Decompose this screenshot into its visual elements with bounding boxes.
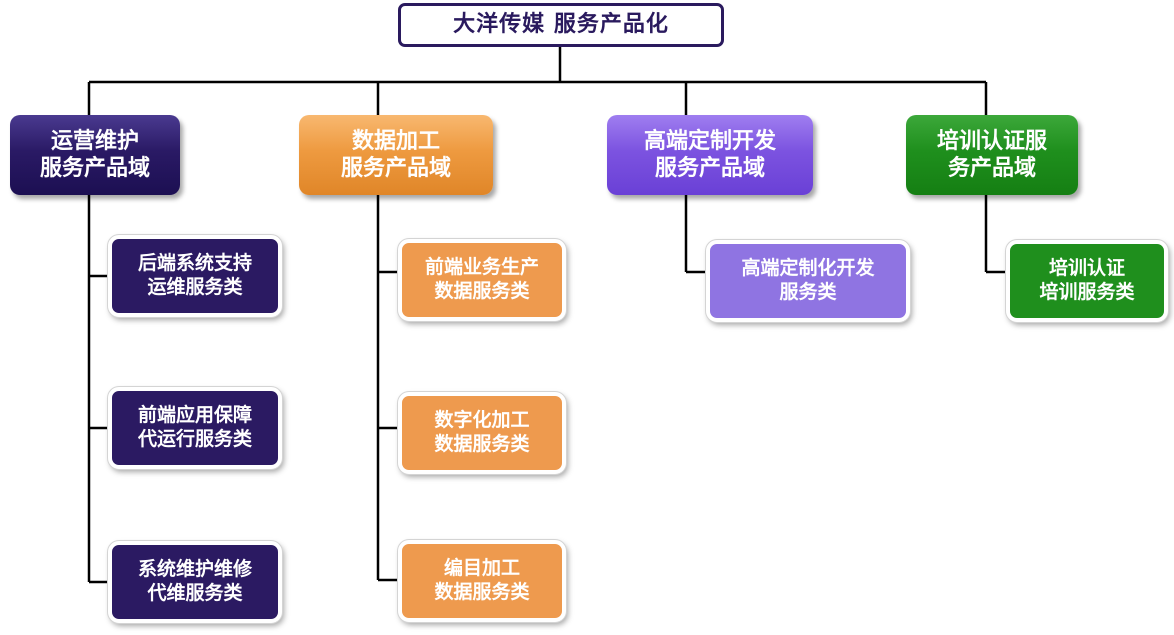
domain-custom-development: 高端定制开发 服务产品域 xyxy=(607,115,813,195)
domain-label: 培训认证服 务产品域 xyxy=(936,128,1047,182)
category-frontend-operation: 前端应用保障 代运行服务类 xyxy=(108,387,282,469)
category-cataloging: 编目加工 数据服务类 xyxy=(398,540,566,622)
domain-data-processing: 数据加工 服务产品域 xyxy=(299,115,493,195)
category-system-maintenance: 系统维护维修 代维服务类 xyxy=(108,541,282,623)
root-node: 大洋传媒 服务产品化 xyxy=(398,3,724,47)
root-label: 大洋传媒 服务产品化 xyxy=(453,12,669,38)
category-label: 前端应用保障 代运行服务类 xyxy=(137,404,252,450)
category-label: 高端定制化开发 服务类 xyxy=(741,257,875,303)
domain-label: 运营维护 服务产品域 xyxy=(39,128,150,182)
domain-label: 高端定制开发 服务产品域 xyxy=(643,128,776,182)
category-training-certification: 培训认证 培训服务类 xyxy=(1006,240,1168,322)
category-digitization: 数字化加工 数据服务类 xyxy=(398,392,566,474)
domain-ops-maintenance: 运营维护 服务产品域 xyxy=(10,115,180,195)
category-label: 后端系统支持 运维服务类 xyxy=(137,252,252,298)
category-label: 前端业务生产 数据服务类 xyxy=(424,256,539,302)
domain-training-certification: 培训认证服 务产品域 xyxy=(906,115,1078,195)
category-label: 系统维护维修 代维服务类 xyxy=(137,558,252,604)
category-frontend-production: 前端业务生产 数据服务类 xyxy=(398,239,566,321)
category-custom-development: 高端定制化开发 服务类 xyxy=(706,240,910,322)
category-backend-support: 后端系统支持 运维服务类 xyxy=(108,235,282,317)
category-label: 培训认证 培训服务类 xyxy=(1039,257,1135,303)
category-label: 数字化加工 数据服务类 xyxy=(434,409,530,455)
domain-label: 数据加工 服务产品域 xyxy=(340,128,451,182)
category-label: 编目加工 数据服务类 xyxy=(434,557,530,603)
